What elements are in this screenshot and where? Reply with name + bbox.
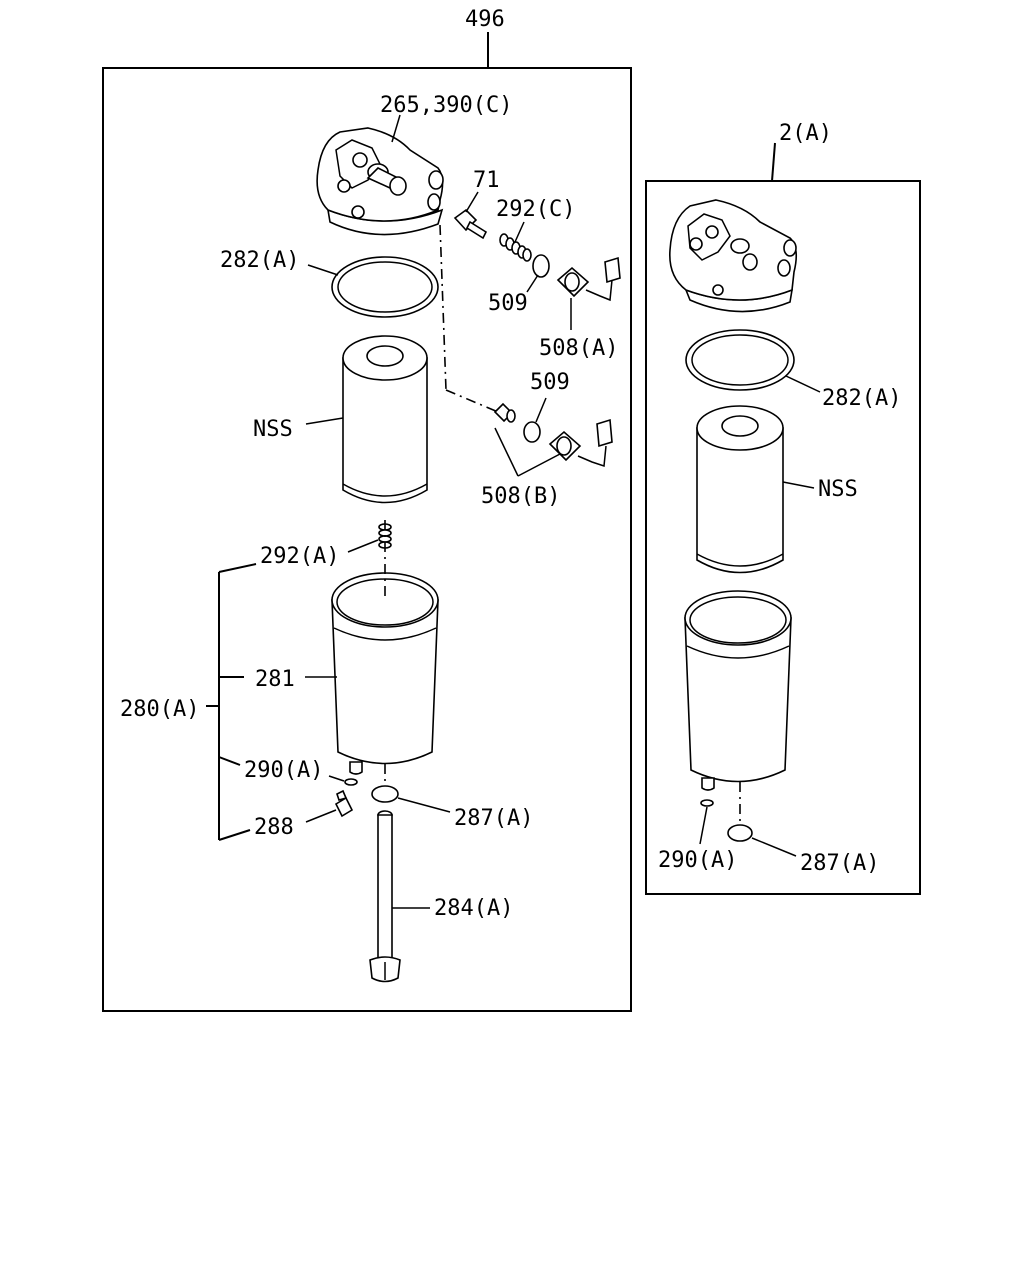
label-509-top: 509 xyxy=(488,291,528,316)
side-o-ring-290a xyxy=(700,799,714,807)
o-ring-282a xyxy=(331,256,439,318)
sensor-path-line xyxy=(439,224,447,391)
leader-nss xyxy=(305,417,344,425)
sensor-508a xyxy=(556,256,621,302)
label-nss: NSS xyxy=(253,417,293,442)
side-label-nss: NSS xyxy=(818,477,858,502)
leader-508b-2 xyxy=(517,453,561,477)
alt-assembly-leader xyxy=(771,142,776,182)
side-leader-282a xyxy=(785,375,821,393)
main-panel-frame xyxy=(102,67,632,1012)
label-290a: 290(A) xyxy=(244,758,323,783)
spring-292c xyxy=(499,233,532,262)
side-leader-290a xyxy=(699,806,708,845)
side-leader-287a xyxy=(751,837,797,857)
label-2a: 2(A) xyxy=(779,121,832,146)
o-ring-290a xyxy=(344,778,358,786)
washer-287a xyxy=(371,785,399,803)
leader-292c xyxy=(514,221,525,243)
sensor-path-line-2 xyxy=(445,389,499,413)
side-filter-element-nss xyxy=(696,405,784,574)
label-282a: 282(A) xyxy=(220,248,299,273)
label-509-mid: 509 xyxy=(530,370,570,395)
side-filter-bowl xyxy=(684,590,792,791)
leader-509-top xyxy=(526,274,539,293)
leader-508b xyxy=(494,427,519,477)
label-288: 288 xyxy=(254,815,294,840)
side-leader-nss xyxy=(782,481,815,489)
label-287a: 287(A) xyxy=(454,806,533,831)
label-292c: 292(C) xyxy=(496,197,575,222)
label-292a: 292(A) xyxy=(260,544,339,569)
filter-head xyxy=(316,127,444,236)
side-filter-head xyxy=(669,199,798,313)
o-ring-509-mid xyxy=(523,421,541,443)
bracket-280a xyxy=(206,563,257,841)
center-bolt-284a xyxy=(369,810,401,983)
label-508b: 508(B) xyxy=(481,484,560,509)
leader-282a xyxy=(307,264,339,276)
leader-288 xyxy=(305,809,337,823)
label-508a: 508(A) xyxy=(539,336,618,361)
label-71: 71 xyxy=(473,168,500,193)
o-ring-509-top xyxy=(532,254,550,278)
leader-509-mid xyxy=(535,397,547,423)
fitting-71 xyxy=(453,208,488,240)
leader-287a xyxy=(397,797,451,813)
label-496: 496 xyxy=(465,7,505,32)
leader-292a xyxy=(347,539,379,553)
label-284a: 284(A) xyxy=(434,896,513,921)
label-265-390c: 265,390(C) xyxy=(380,93,512,118)
side-label-290a: 290(A) xyxy=(658,848,737,873)
leader-290a xyxy=(328,775,345,782)
side-label-287a: 287(A) xyxy=(800,851,879,876)
label-280a: 280(A) xyxy=(120,697,199,722)
label-281: 281 xyxy=(255,667,295,692)
leader-71 xyxy=(465,191,479,213)
drain-plug-288 xyxy=(334,789,354,818)
fitting-near-508b xyxy=(493,402,516,423)
leader-head xyxy=(391,114,401,143)
filter-bowl-281 xyxy=(331,572,439,775)
sensor-508b xyxy=(548,418,613,468)
side-panel-frame xyxy=(645,180,921,895)
side-label-282a: 282(A) xyxy=(822,386,901,411)
filter-element-nss xyxy=(342,335,428,504)
side-o-ring-282a xyxy=(685,329,795,391)
side-washer-287a xyxy=(727,824,753,842)
